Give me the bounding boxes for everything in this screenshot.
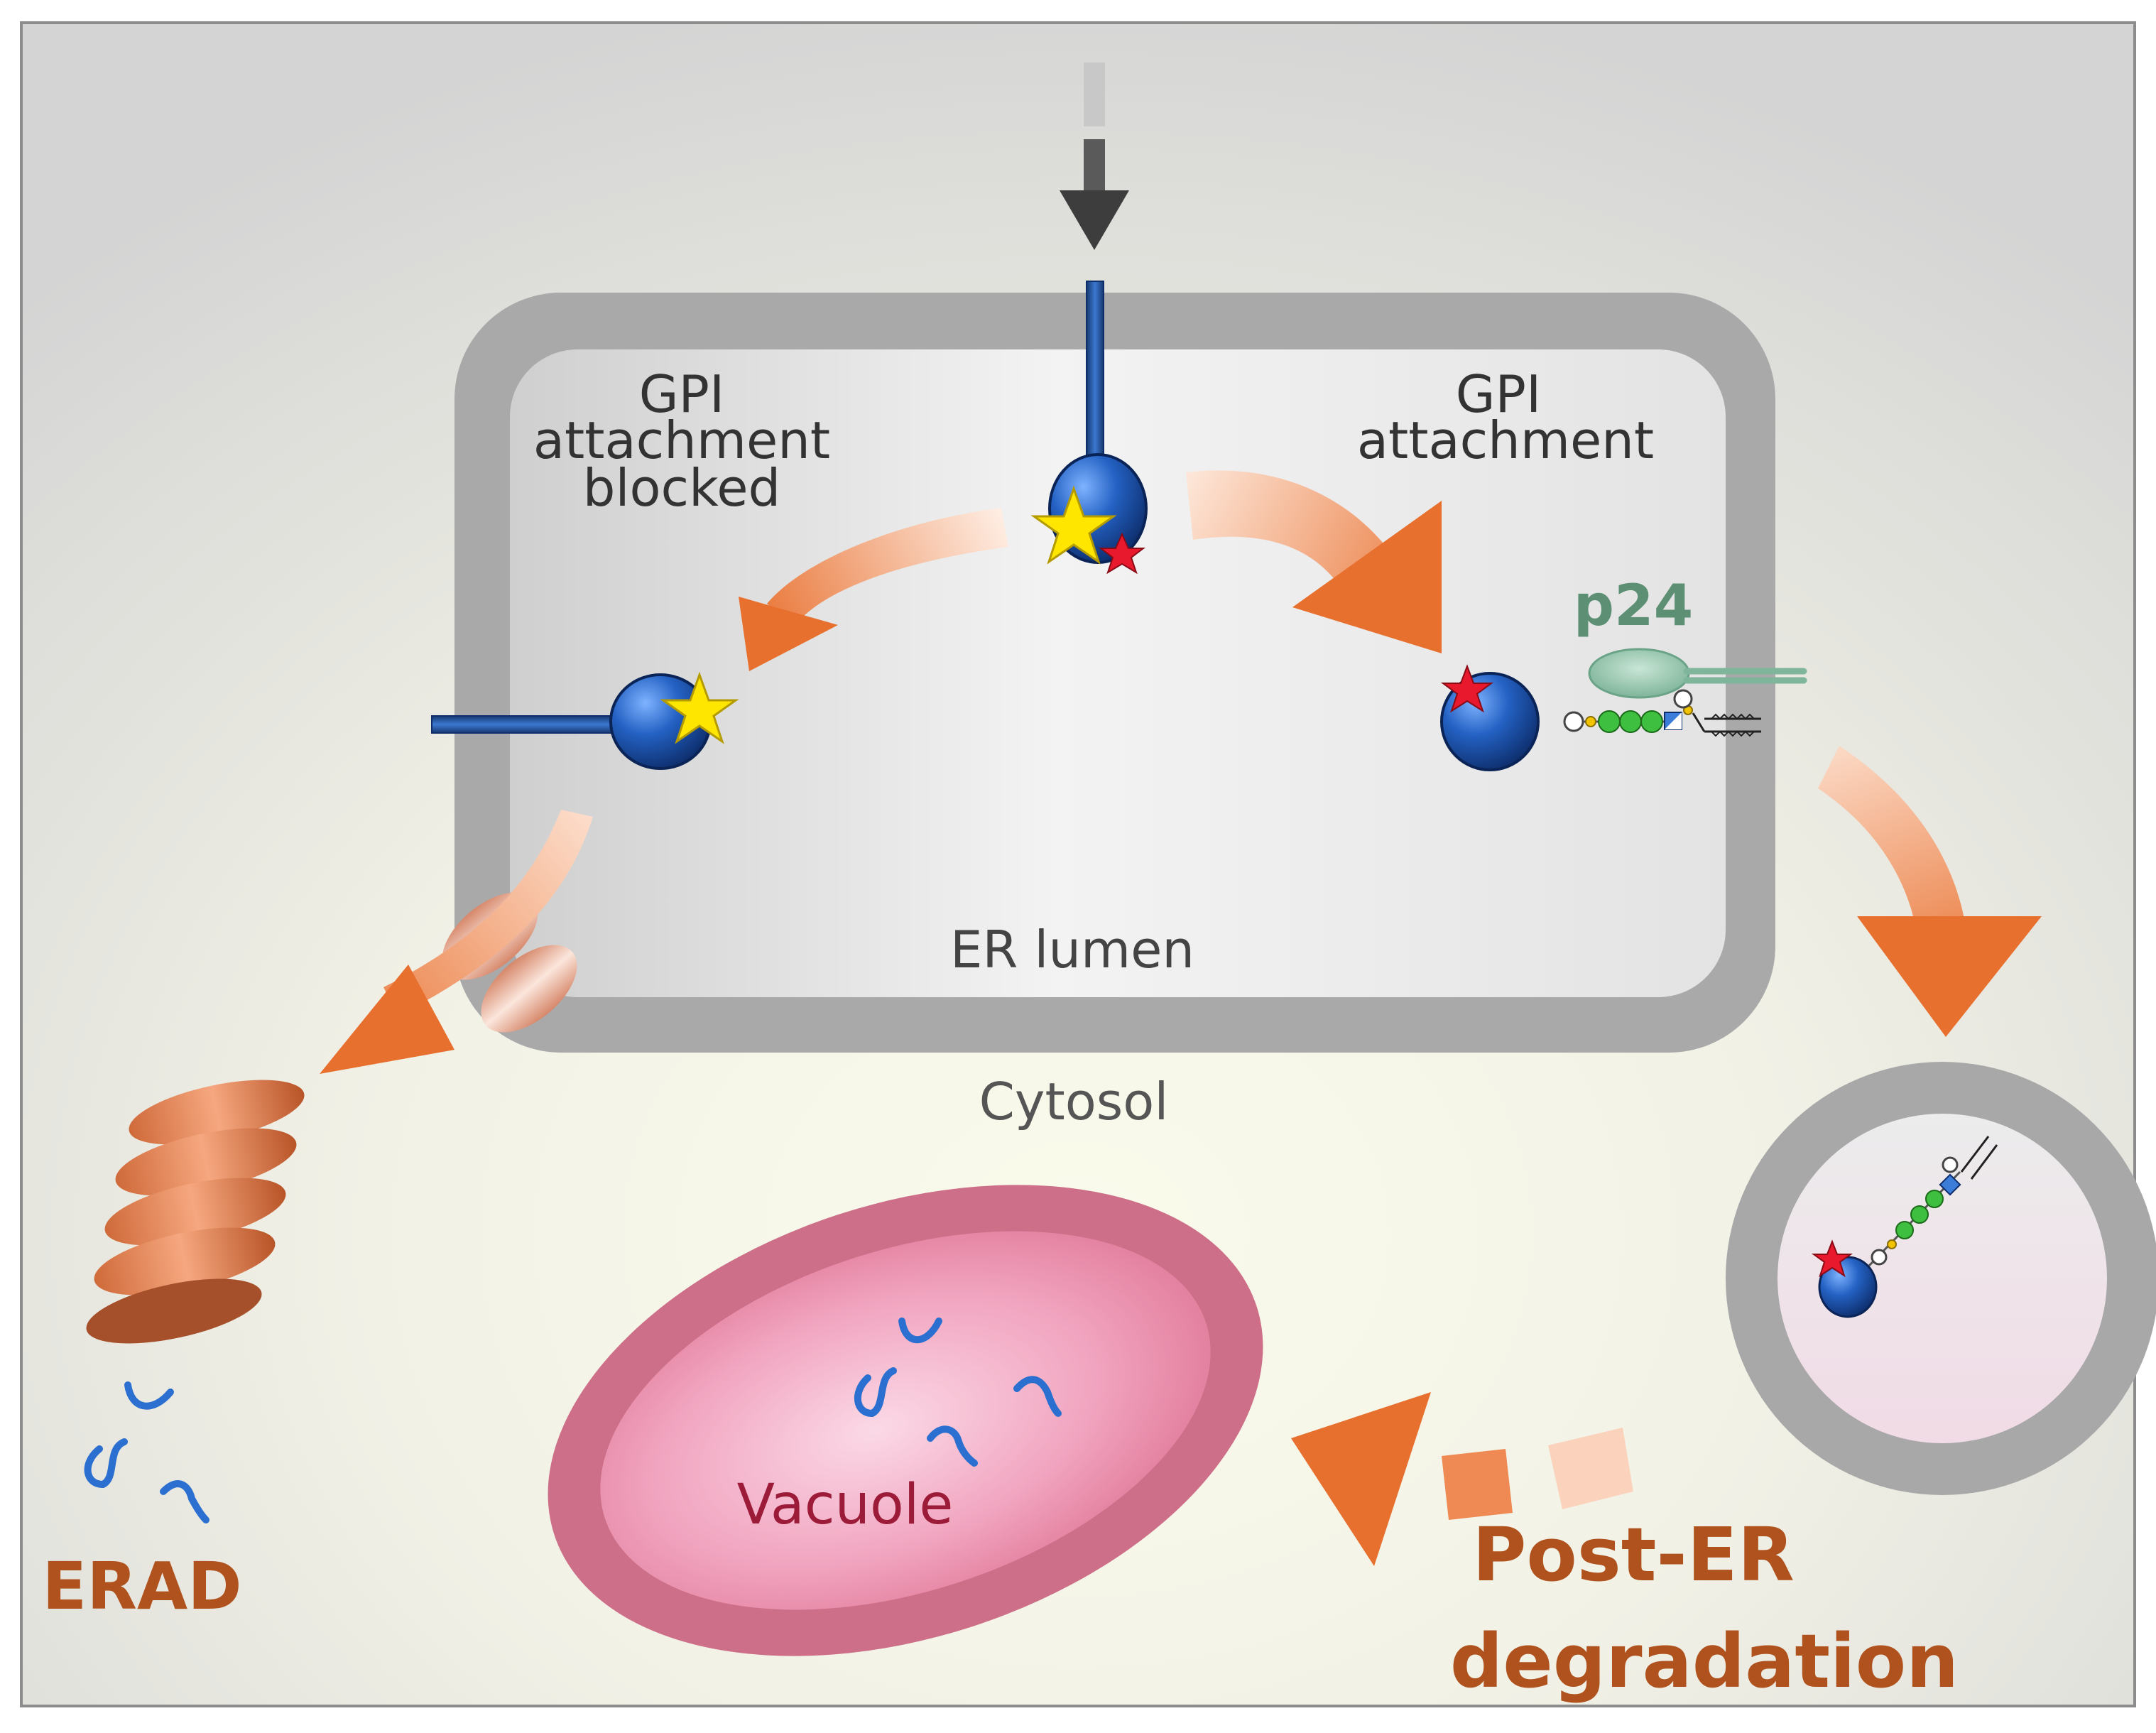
- gpi-attachment-label: GPI attachment: [1357, 364, 1654, 470]
- red-star-icon: [1811, 1239, 1853, 1278]
- gpi-blocked-label-line2: attachment: [533, 411, 830, 470]
- nascent-protein: [1030, 281, 1148, 575]
- gpi-blocked-label-line1: GPI: [639, 364, 724, 424]
- peptide-fragment-icon: [84, 1381, 209, 1523]
- incoming-arrow: [1060, 63, 1129, 250]
- arrow-to-blocked: [739, 508, 1008, 671]
- red-star-icon: [1441, 664, 1493, 713]
- vacuole: Vacuole: [548, 1185, 1263, 1656]
- post-er-degradation-label: Post-ER degradation: [1450, 1511, 1959, 1705]
- arrow-to-vesicle: [1818, 746, 2042, 1037]
- misfolded-protein: [431, 671, 739, 770]
- cytosol-label: Cytosol: [979, 1072, 1169, 1131]
- gpi-attachment-label-line2: attachment: [1357, 411, 1654, 470]
- arrow-to-erad: [320, 810, 593, 1074]
- red-star-icon: [1099, 532, 1145, 575]
- vacuole-label: Vacuole: [737, 1473, 954, 1537]
- yellow-star-icon: [660, 671, 739, 744]
- post-er-label-line1: Post-ER: [1472, 1511, 1795, 1598]
- post-er-label-line2: degradation: [1450, 1618, 1959, 1705]
- erad-label: ERAD: [42, 1548, 241, 1624]
- peptide-fragment-icon: [854, 1318, 1062, 1467]
- gpi-blocked-label-line3: blocked: [583, 458, 780, 518]
- p24-receptor-icon: [1588, 648, 1807, 699]
- p24-label: p24: [1574, 572, 1694, 639]
- vesicle-gpi-protein: [1811, 1136, 1998, 1318]
- proteasome-icon: [86, 1080, 305, 1344]
- er-lumen-area: [510, 349, 1726, 997]
- glycan-chain-icon: [1563, 689, 1761, 737]
- gpi-anchored-protein: p24: [1440, 572, 1807, 771]
- arrow-to-vacuole: [1291, 1392, 1633, 1566]
- gpi-attachment-label-line1: GPI: [1456, 364, 1541, 424]
- yellow-star-icon: [1030, 485, 1117, 565]
- er-lumen-label: ER lumen: [950, 920, 1194, 979]
- transport-vesicle: [1726, 1062, 2156, 1495]
- er-compartment: [454, 293, 1775, 1053]
- gpi-blocked-label: GPI attachment blocked: [533, 364, 830, 518]
- arrow-to-attachment: [1186, 470, 1442, 653]
- glycan-chain-icon: [1868, 1136, 1998, 1267]
